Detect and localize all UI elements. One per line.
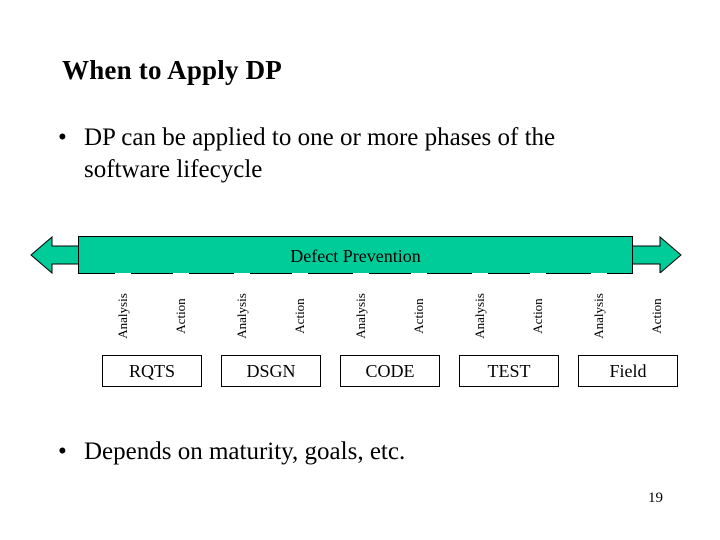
arrow-field-analysis: Analysis	[586, 273, 612, 359]
defect-prevention-banner: Defect Prevention	[78, 236, 633, 274]
phase-box-field: Field	[578, 355, 678, 387]
arrow-label: Action	[649, 273, 665, 359]
arrow-code-analysis: Analysis	[348, 273, 374, 359]
page-number: 19	[648, 490, 663, 506]
arrow-label: Analysis	[591, 273, 607, 359]
arrow-label: Analysis	[353, 273, 369, 359]
bullet-marker: •	[58, 438, 67, 465]
defect-prevention-label: Defect Prevention	[290, 246, 421, 266]
phase-box-test: TEST	[459, 355, 559, 387]
arrow-test-action: Action	[525, 273, 551, 359]
arrow-label: Action	[411, 273, 427, 359]
bullet-text-1: DP can be applied to one or more phases …	[84, 124, 556, 183]
defect-prevention-diagram: Defect Prevention Analysis Action Analys…	[30, 228, 690, 393]
arrow-field-action: Action	[644, 273, 670, 359]
arrow-test-analysis: Analysis	[467, 273, 493, 359]
right-arrow-icon	[632, 235, 682, 275]
arrow-label: Analysis	[234, 273, 250, 359]
phase-box-row: RQTS DSGN CODE TEST Field	[102, 355, 678, 387]
arrow-label: Analysis	[472, 273, 488, 359]
arrow-rqts-analysis: Analysis	[110, 273, 136, 359]
arrow-dsgn-action: Action	[287, 273, 313, 359]
phase-box-dsgn: DSGN	[221, 355, 321, 387]
arrow-dsgn-analysis: Analysis	[229, 273, 255, 359]
phase-box-code: CODE	[340, 355, 440, 387]
bullet-item-1: • DP can be applied to one or more phases…	[58, 122, 668, 186]
page-title: When to Apply DP	[62, 55, 282, 85]
arrow-label: Action	[530, 273, 546, 359]
arrow-label: Action	[292, 273, 308, 359]
bullet-item-2: • Depends on maturity, goals, etc.	[58, 438, 668, 466]
bullet-marker: •	[58, 124, 67, 151]
bullet-text-2: Depends on maturity, goals, etc.	[84, 438, 406, 465]
arrow-code-action: Action	[406, 273, 432, 359]
arrow-label: Action	[173, 273, 189, 359]
arrow-rqts-action: Action	[168, 273, 194, 359]
left-arrow-icon	[30, 235, 80, 275]
phase-box-rqts: RQTS	[102, 355, 202, 387]
arrow-label: Analysis	[115, 273, 131, 359]
